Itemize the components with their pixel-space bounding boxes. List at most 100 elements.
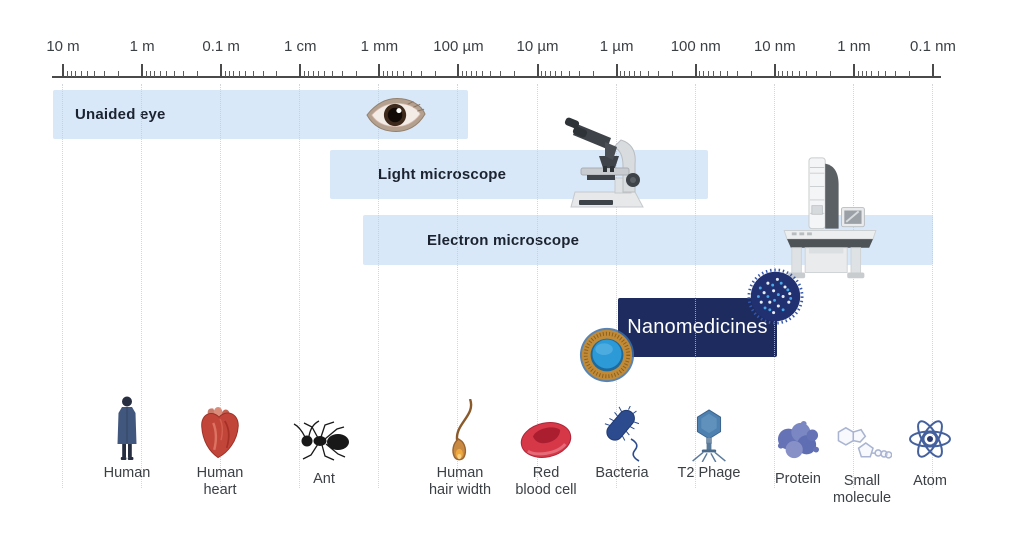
bar-label-unaided-eye: Unaided eye (75, 106, 166, 123)
minor-tick (118, 71, 120, 77)
minor-tick (895, 71, 897, 77)
small-molecule-icon (832, 396, 892, 470)
protein-icon (775, 396, 821, 468)
minor-tick (382, 71, 384, 77)
object-small-molecule: Small molecule (807, 396, 917, 507)
object-red-blood-cell: Red blood cell (491, 396, 601, 499)
minor-tick (434, 71, 436, 77)
minor-tick (541, 71, 543, 77)
object-bacteria: Bacteria (567, 396, 677, 482)
minor-tick (228, 71, 230, 77)
minor-tick (396, 71, 398, 77)
human-icon (112, 396, 142, 462)
minor-tick (871, 71, 873, 77)
minor-tick (751, 71, 752, 77)
minor-tick (499, 71, 501, 77)
object-protein: Protein (743, 396, 853, 488)
minor-tick (707, 71, 709, 77)
minor-tick (737, 71, 739, 77)
gridline (536, 84, 538, 488)
minor-tick (699, 71, 701, 77)
minor-tick (778, 71, 780, 77)
minor-tick (165, 71, 167, 77)
scale-tick-label: 0.1 m (202, 38, 240, 55)
minor-tick (555, 71, 557, 77)
object-atom: Atom (875, 396, 985, 490)
minor-tick (149, 71, 151, 77)
object-label: Human (103, 465, 151, 481)
minor-tick (154, 71, 156, 77)
gridline (220, 84, 222, 488)
red-blood-cell-icon (518, 396, 574, 462)
object-human-hair: Human hair width (405, 396, 515, 499)
minor-tick (80, 71, 82, 77)
bar-label-light-microscope: Light microscope (378, 166, 507, 183)
minor-tick (634, 71, 636, 77)
minor-tick (355, 71, 357, 77)
scale-tick-label: 1 mm (360, 38, 399, 55)
scale-tick-label: 10 µm (516, 38, 559, 55)
minor-tick (628, 71, 630, 77)
scale-tick-label: 100 nm (670, 38, 721, 55)
major-tick (141, 64, 144, 77)
major-tick (773, 64, 776, 77)
minor-tick (624, 71, 626, 77)
minor-tick (792, 71, 794, 77)
minor-tick (104, 71, 106, 77)
minor-tick (420, 71, 422, 77)
minor-tick (312, 71, 314, 77)
minor-tick (787, 71, 789, 77)
minor-tick (462, 71, 464, 77)
object-ant: Ant (269, 396, 379, 488)
gridline (931, 84, 933, 488)
nanoparticle-icon (747, 268, 804, 325)
minor-tick (561, 71, 563, 77)
minor-tick (238, 71, 240, 77)
minor-tick (657, 71, 659, 77)
minor-tick (671, 71, 673, 77)
scale-tick-label: 0.1 nm (910, 38, 956, 55)
scale-tick-label: 1 nm (837, 38, 871, 55)
minor-tick (482, 71, 484, 77)
electron-microscope-icon (782, 156, 878, 284)
minor-tick (816, 71, 818, 77)
minor-tick (640, 71, 642, 77)
gridline (378, 84, 380, 488)
gridline (615, 84, 617, 488)
major-tick (852, 64, 855, 77)
major-tick (299, 64, 302, 77)
major-tick (694, 64, 697, 77)
minor-tick (857, 71, 859, 77)
human-heart-icon (195, 396, 245, 462)
minor-tick (569, 71, 570, 77)
minor-tick (252, 71, 254, 77)
minor-tick (648, 71, 650, 77)
object-human: Human (72, 396, 182, 482)
minor-tick (475, 71, 477, 77)
minor-tick (470, 71, 472, 77)
minor-tick (324, 71, 326, 77)
minor-tick (727, 71, 729, 77)
bacteria-icon (596, 396, 648, 462)
minor-tick (877, 71, 879, 77)
t2-phage-icon (686, 396, 732, 462)
gridline (141, 84, 143, 488)
atom-icon (907, 396, 953, 470)
minor-tick (317, 71, 319, 77)
gridline (694, 84, 696, 488)
object-label: Red blood cell (515, 465, 577, 498)
bar-light-microscope: Light microscope (330, 150, 708, 199)
gridline (457, 84, 459, 488)
minor-tick (798, 71, 800, 77)
bar-label-nanomedicines: Nanomedicines (627, 316, 768, 338)
minor-tick (489, 71, 491, 77)
liposome-icon (578, 326, 636, 384)
minor-tick (861, 71, 863, 77)
object-label: Human heart (196, 465, 244, 498)
minor-tick (197, 71, 199, 77)
minor-tick (276, 71, 278, 77)
minor-tick (159, 71, 161, 77)
minor-tick (341, 71, 343, 77)
minor-tick (578, 71, 580, 77)
